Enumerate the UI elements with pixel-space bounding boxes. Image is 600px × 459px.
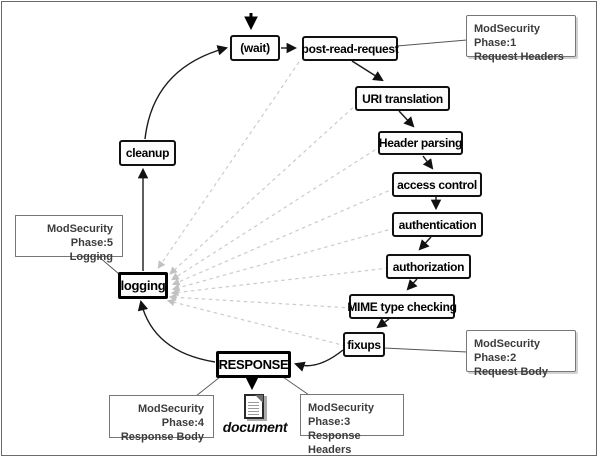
callout-phase3: ModSecurity Phase:3 Response Headers — [300, 394, 404, 456]
node-access-control: access control — [392, 172, 482, 197]
node-logging: logging — [118, 272, 168, 299]
callout-phase5-line2: Logging — [69, 251, 113, 263]
callout-phase3-line2: Response Headers — [308, 430, 361, 456]
document-label: document — [222, 419, 288, 435]
node-response: RESPONSE — [216, 351, 291, 378]
node-authorization: authorization — [386, 254, 471, 279]
node-authentication: authentication — [392, 212, 483, 237]
callout-phase4: ModSecurity Phase:4 Response Body — [109, 395, 214, 443]
callout-phase5-line1: ModSecurity Phase:5 — [46, 223, 113, 249]
node-post-read-request: post-read-request — [302, 36, 399, 61]
callout-phase4-line1: ModSecurity Phase:4 — [137, 403, 204, 429]
flow-arrows — [137, 13, 442, 391]
document-icon — [244, 394, 264, 419]
callout-phase2-line1: ModSecurity Phase:2 — [474, 338, 541, 364]
annotation-connectors — [97, 39, 468, 397]
node-header-parsing: Header parsing — [378, 131, 463, 155]
node-mime-type-checking: MIME type checking — [347, 294, 457, 319]
document-icon-fold — [255, 395, 263, 403]
callout-phase1-line1: ModSecurity Phase:1 — [474, 23, 541, 49]
node-fixups: fixups — [343, 332, 385, 357]
callout-phase2: ModSecurity Phase:2 Request Body — [466, 330, 576, 378]
node-uri-translation: URI translation — [355, 86, 450, 111]
node-cleanup: cleanup — [119, 140, 176, 166]
callout-phase3-line1: ModSecurity Phase:3 — [308, 402, 375, 428]
callout-phase4-line2: Response Body — [120, 431, 204, 443]
callout-phase1: ModSecurity Phase:1 Request Headers — [466, 15, 576, 63]
callout-phase2-line2: Request Body — [474, 366, 548, 378]
node-wait: (wait) — [230, 35, 280, 61]
callout-phase5: ModSecurity Phase:5 Logging — [15, 215, 123, 263]
callout-phase1-line2: Request Headers — [474, 51, 564, 63]
document-icon-lines — [248, 402, 259, 415]
dashed-logging-links — [157, 61, 396, 347]
